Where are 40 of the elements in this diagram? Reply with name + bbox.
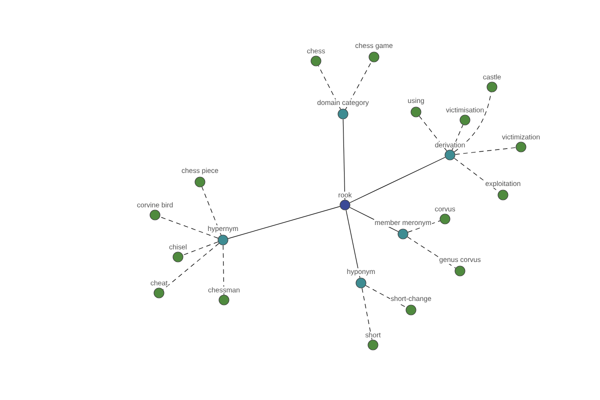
graph-node-dot	[218, 234, 228, 246]
graph-node-dot	[498, 190, 508, 200]
graph-node-dot	[172, 252, 184, 262]
graph-node-dot	[310, 56, 322, 66]
connector-line	[407, 236, 456, 268]
graph-node-dot	[368, 340, 378, 350]
connector-line	[162, 243, 220, 290]
graph-node-dot	[460, 114, 470, 126]
graph-node-dot	[194, 176, 206, 188]
connector-line	[365, 285, 407, 308]
connector-line	[228, 206, 340, 239]
graph-node-dot	[398, 228, 408, 240]
connector-line	[362, 288, 372, 340]
connector-line	[222, 245, 224, 295]
graph-node-dot	[406, 304, 416, 316]
graph-node-dot	[368, 52, 380, 62]
graph-node-dot	[338, 108, 348, 120]
graph-node-dot	[516, 142, 526, 152]
connector-line	[182, 242, 218, 256]
graph-node-dot	[440, 214, 450, 224]
connector-line	[454, 147, 516, 155]
graph-node-dot	[154, 288, 164, 298]
connector-line	[419, 116, 448, 152]
graph-node-dot	[454, 266, 466, 276]
graph-node-dot	[150, 210, 160, 220]
connector-line	[346, 210, 360, 278]
connector-line	[350, 156, 446, 204]
graph-node-dot	[486, 82, 498, 92]
graph-node-dot	[218, 294, 230, 306]
connector-line	[160, 216, 218, 238]
graph-node-dot	[444, 150, 456, 160]
connector-line	[345, 61, 372, 110]
graph-node-dot	[410, 106, 422, 118]
connector-line	[452, 124, 464, 150]
graph-node-dot	[340, 200, 350, 210]
connector-line	[318, 65, 341, 110]
connector-line	[454, 92, 492, 152]
connector-line	[202, 186, 222, 236]
connector-line	[342, 119, 346, 200]
graph-node-dot	[356, 278, 366, 288]
